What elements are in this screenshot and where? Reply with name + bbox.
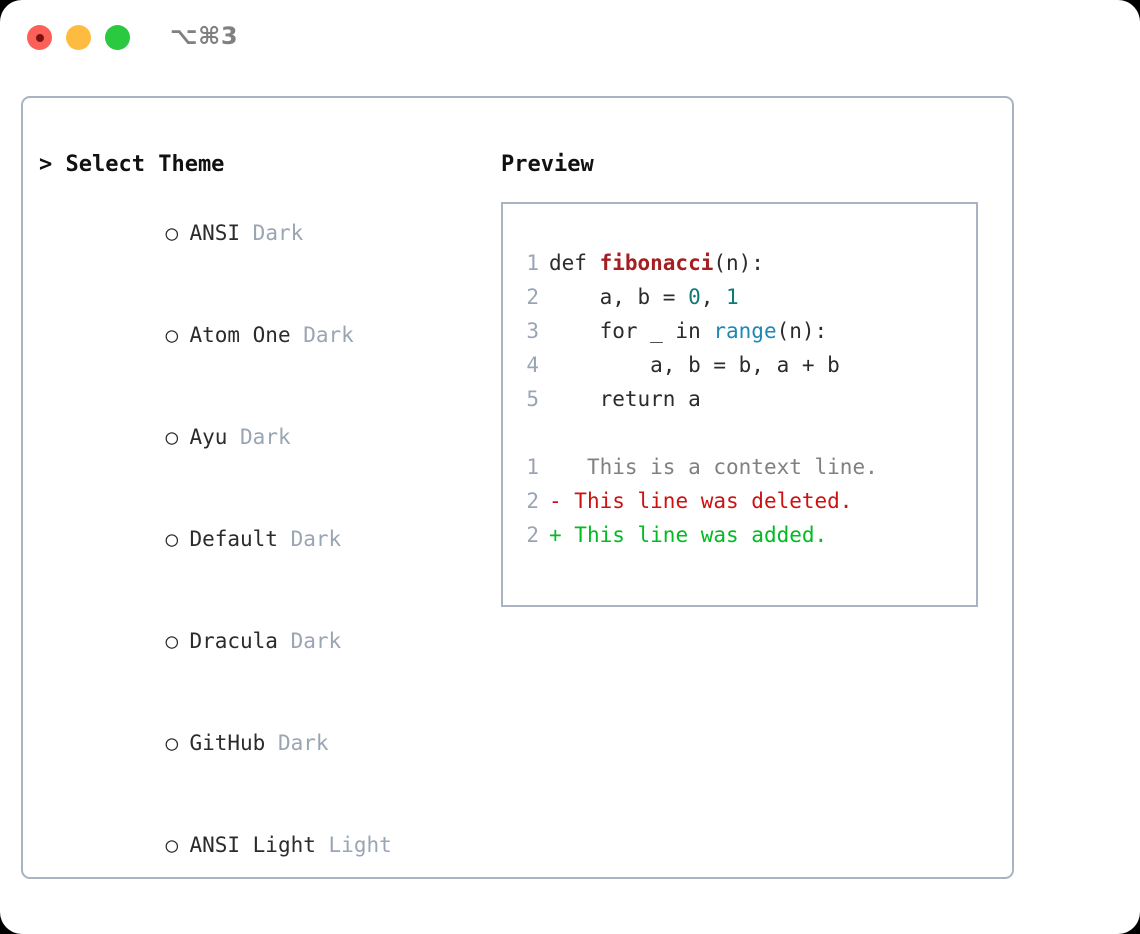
theme-list-item[interactable]: ○ GitHub Dark [39,692,479,794]
code-token-function: fibonacci [599,251,714,275]
theme-name: ANSI [189,221,241,245]
code-token: a, b = b, a + b [549,353,840,377]
code-token: for _ in [549,319,714,343]
theme-list-item[interactable]: ○ ANSI Dark [39,182,479,284]
diff-line-added: 2 + This line was added. [517,518,976,552]
theme-list-item[interactable]: ○ ANSI Light Light [39,794,479,896]
minimize-window-button[interactable] [66,25,91,50]
line-number: 5 [526,387,539,411]
close-window-button[interactable] [27,25,52,50]
code-line: 5 return a [517,382,976,416]
diff-text: This is a context line. [561,455,878,479]
radio-icon: ○ [165,833,179,857]
diff-sign-plus: + [549,523,562,547]
main-panel: > Select Theme ○ ANSI Dark ○ Atom One Dark… [21,96,1014,879]
code-token: a, b = [549,285,689,309]
code-line: 1 def fibonacci(n): [517,246,976,280]
radio-icon: ○ [165,930,189,934]
line-number: 2 [526,285,539,309]
code-token: , [700,285,727,309]
line-number: 4 [526,353,539,377]
code-line: 4 a, b = b, a + b [517,348,976,382]
code-token: return a [549,387,701,411]
radio-icon: ○ [165,221,179,245]
radio-icon: ○ [165,323,179,347]
traffic-light-group [27,25,130,50]
theme-list-item[interactable]: ○ Ayu Dark [39,386,479,488]
radio-icon: ○ [165,731,179,755]
theme-category: Dark [303,323,354,347]
line-number: 1 [526,251,539,275]
diff-sample: 1 This is a context line. 2- This line w… [517,450,976,552]
code-token: (n): [713,251,764,275]
keyboard-shortcut-label: ⌥⌘3 [170,22,239,50]
radio-icon: ○ [165,629,179,653]
theme-list-item[interactable]: ○Ayu Light Light [39,896,479,934]
diff-line-context: 1 This is a context line. [517,450,976,484]
radio-icon: ○ [165,527,179,551]
maximize-window-button[interactable] [105,25,130,50]
title-bar: ⌥⌘3 [0,0,1140,78]
line-number: 2 [526,489,539,513]
code-token-number: 1 [726,285,739,309]
theme-list-item[interactable]: ○ Atom One Dark [39,284,479,386]
code-token-number: 0 [688,285,701,309]
diff-sign-minus: - [549,489,562,513]
preview-heading: Preview [501,152,594,177]
code-token: (n): [776,319,828,343]
theme-name: Ayu [189,425,228,449]
code-line: 3 for _ in range(n): [517,314,976,348]
line-number: 1 [526,455,539,479]
theme-selection-column: > Select Theme ○ ANSI Dark ○ Atom One Dark… [39,148,479,934]
theme-name: Atom One [189,323,291,347]
spacer [517,416,976,450]
code-token: def [549,251,600,275]
theme-category: Dark [290,527,342,551]
diff-line-deleted: 2- This line was deleted. [517,484,976,518]
theme-list-item[interactable]: ○ Default Dark [39,488,479,590]
theme-name: Dracula [189,629,278,653]
theme-list: ○ ANSI Dark ○ Atom One Dark ○ Ayu Dark ○ Def… [39,182,479,934]
code-line: 2 a, b = 0, 1 [517,280,976,314]
diff-text: This line was deleted. [561,489,853,513]
select-theme-heading: > Select Theme [39,152,225,177]
theme-category: Light [328,833,392,857]
code-token-builtin: range [713,319,777,343]
theme-category: Dark [240,425,291,449]
theme-name: GitHub [189,731,266,755]
theme-name: Default [189,527,278,551]
line-number: 3 [526,319,539,343]
theme-category: Dark [290,629,342,653]
diff-sign [549,455,562,479]
theme-list-item[interactable]: ○ Dracula Dark [39,590,479,692]
diff-text: This line was added. [561,523,828,547]
radio-icon: ○ [165,425,179,449]
line-number: 2 [526,523,539,547]
theme-category: Dark [277,731,329,755]
theme-category: Dark [252,221,304,245]
theme-name: ANSI Light [189,833,316,857]
